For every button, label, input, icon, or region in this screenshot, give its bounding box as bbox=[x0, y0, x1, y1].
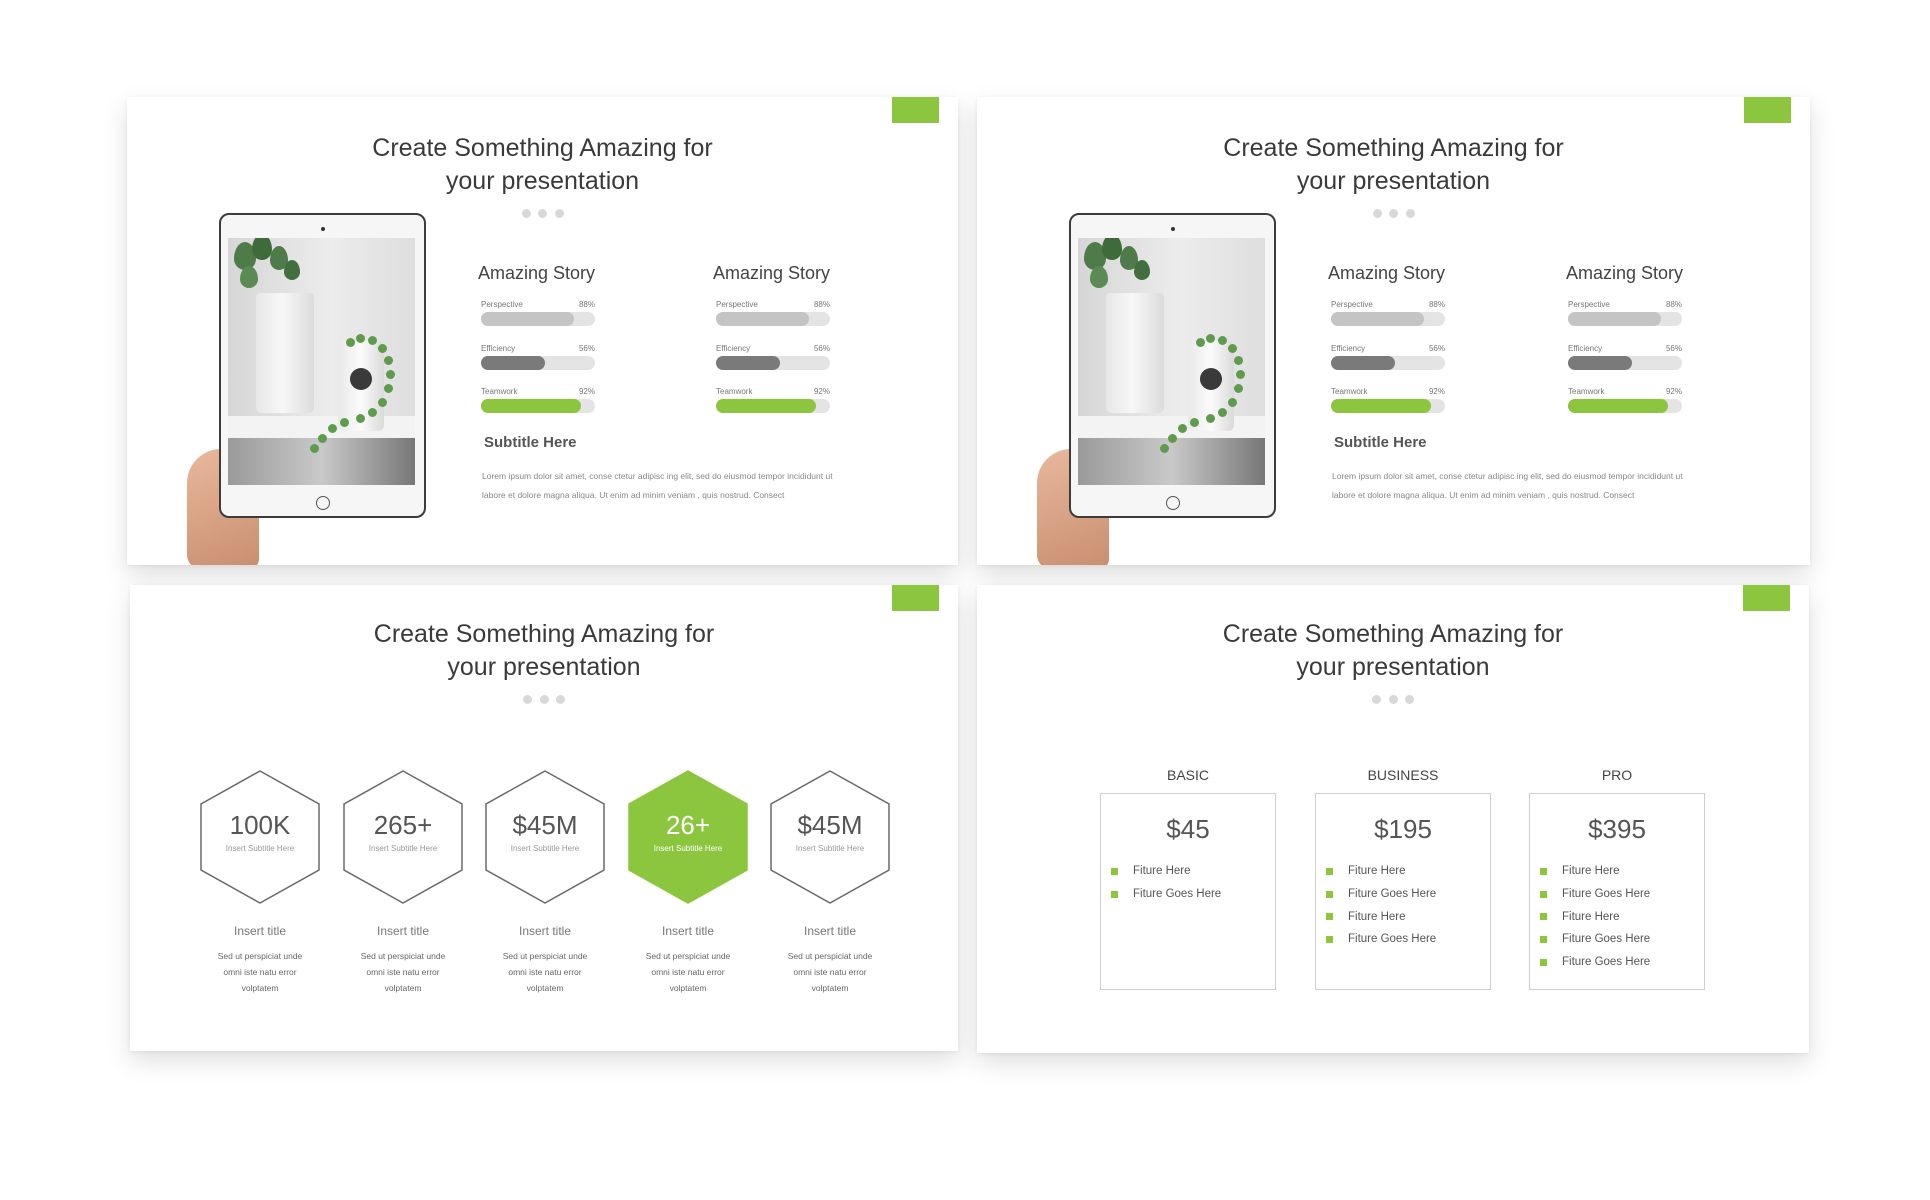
bullet-square-icon bbox=[1111, 867, 1118, 875]
feature-item: Fiture Goes Here bbox=[1326, 928, 1436, 951]
body-text: Lorem ipsum dolor sit amet, conse ctetur… bbox=[482, 471, 833, 500]
divider-dots bbox=[1372, 695, 1414, 704]
plan-price: $395 bbox=[1588, 814, 1646, 844]
title-line-2: your presentation bbox=[447, 653, 641, 681]
plan-name-pro: PRO bbox=[1601, 767, 1633, 783]
title-line-1: Create Something Amazing for bbox=[1222, 620, 1564, 648]
title-line-1: Create Something Amazing for bbox=[372, 134, 713, 162]
plant-photo bbox=[1078, 238, 1265, 485]
feature-item: Fiture Here bbox=[1111, 860, 1221, 883]
item-title: Insert title bbox=[518, 924, 572, 938]
title-line-2: your presentation bbox=[1296, 653, 1490, 681]
column-title: Amazing Story bbox=[478, 263, 596, 283]
feature-item: Fiture Here bbox=[1326, 905, 1436, 928]
plant-photo bbox=[228, 238, 415, 485]
pricing-card-basic[interactable]: $45 Fiture Here Fiture Goes Here bbox=[1100, 793, 1276, 990]
accent-tab bbox=[1744, 97, 1791, 123]
slide-title: Create Something Amazing for your presen… bbox=[977, 132, 1810, 198]
title-line-1: Create Something Amazing for bbox=[1223, 134, 1564, 162]
stat-hexagon: 100K Insert Subtitle Here bbox=[200, 770, 320, 904]
stat-hexagon: 265+ Insert Subtitle Here bbox=[343, 770, 463, 904]
bullet-square-icon bbox=[1111, 890, 1118, 898]
bullet-square-icon bbox=[1540, 935, 1547, 943]
title-line-2: your presentation bbox=[445, 167, 640, 195]
item-title: Insert title bbox=[376, 924, 430, 938]
subtitle: Subtitle Here bbox=[1334, 434, 1427, 451]
plan-price: $45 bbox=[1166, 814, 1210, 844]
bullet-square-icon bbox=[1540, 913, 1547, 921]
column-title: Amazing Story bbox=[1328, 263, 1446, 283]
plan-price: $195 bbox=[1374, 814, 1432, 844]
column-title: Amazing Story bbox=[1566, 263, 1684, 283]
plan-name-business: BUSINESS bbox=[1367, 767, 1439, 783]
title-line-2: your presentation bbox=[1296, 167, 1491, 195]
stat-hexagon: $45M Insert Subtitle Here bbox=[485, 770, 605, 904]
slide-skills-1[interactable]: Create Something Amazing for your presen… bbox=[127, 97, 958, 565]
feature-item: Fiture Goes Here bbox=[1540, 928, 1650, 951]
feature-item: Fiture Goes Here bbox=[1111, 883, 1221, 906]
tablet-mockup-image bbox=[219, 213, 426, 518]
title-line-1: Create Something Amazing for bbox=[373, 620, 715, 648]
divider-dots bbox=[1372, 209, 1415, 218]
feature-list: Fiture Here Fiture Goes Here Fiture Here… bbox=[1326, 860, 1436, 951]
slide-pricing[interactable]: Create Something Amazing for your presen… bbox=[977, 585, 1809, 1053]
tablet-mockup-image bbox=[1069, 213, 1276, 518]
divider-dots bbox=[523, 695, 565, 704]
item-title: Insert title bbox=[661, 924, 715, 938]
accent-tab bbox=[892, 585, 939, 611]
plan-name-basic: BASIC bbox=[1166, 767, 1209, 783]
pricing-card-business[interactable]: $195 Fiture Here Fiture Goes Here Fiture… bbox=[1315, 793, 1491, 990]
bullet-square-icon bbox=[1326, 867, 1333, 875]
feature-item: Fiture Goes Here bbox=[1326, 883, 1436, 906]
slide-hexagon-stats[interactable]: Create Something Amazing for your presen… bbox=[130, 585, 958, 1051]
pricing-card-pro[interactable]: $395 Fiture Here Fiture Goes Here Fiture… bbox=[1529, 793, 1705, 990]
bullet-square-icon bbox=[1540, 890, 1547, 898]
feature-item: Fiture Goes Here bbox=[1540, 951, 1650, 974]
stat-hexagon-highlighted: 26+ Insert Subtitle Here bbox=[628, 770, 748, 904]
stat-hexagon: $45M Insert Subtitle Here bbox=[770, 770, 890, 904]
column-title: Amazing Story bbox=[713, 263, 831, 283]
feature-list: Fiture Here Fiture Goes Here Fiture Here… bbox=[1540, 860, 1650, 973]
body-text: Lorem ipsum dolor sit amet, conse ctetur… bbox=[1332, 471, 1683, 500]
slide-skills-2[interactable]: Create Something Amazing for your presen… bbox=[977, 97, 1810, 565]
feature-item: Fiture Here bbox=[1326, 860, 1436, 883]
slide-title: Create Something Amazing for your presen… bbox=[130, 618, 958, 684]
accent-tab bbox=[1743, 585, 1790, 611]
item-title: Insert title bbox=[233, 924, 287, 938]
bullet-square-icon bbox=[1326, 890, 1333, 898]
slide-title: Create Something Amazing for your presen… bbox=[127, 132, 958, 198]
bullet-square-icon bbox=[1540, 867, 1547, 875]
feature-list: Fiture Here Fiture Goes Here bbox=[1111, 860, 1221, 905]
bullet-square-icon bbox=[1326, 913, 1333, 921]
bullet-square-icon bbox=[1326, 935, 1333, 943]
feature-item: Fiture Here bbox=[1540, 860, 1650, 883]
subtitle: Subtitle Here bbox=[484, 434, 577, 451]
item-title: Insert title bbox=[803, 924, 857, 938]
feature-item: Fiture Goes Here bbox=[1540, 883, 1650, 906]
slide-title: Create Something Amazing for your presen… bbox=[977, 618, 1809, 684]
accent-tab bbox=[892, 97, 939, 123]
bullet-square-icon bbox=[1540, 958, 1547, 966]
feature-item: Fiture Here bbox=[1540, 905, 1650, 928]
divider-dots bbox=[521, 209, 564, 218]
